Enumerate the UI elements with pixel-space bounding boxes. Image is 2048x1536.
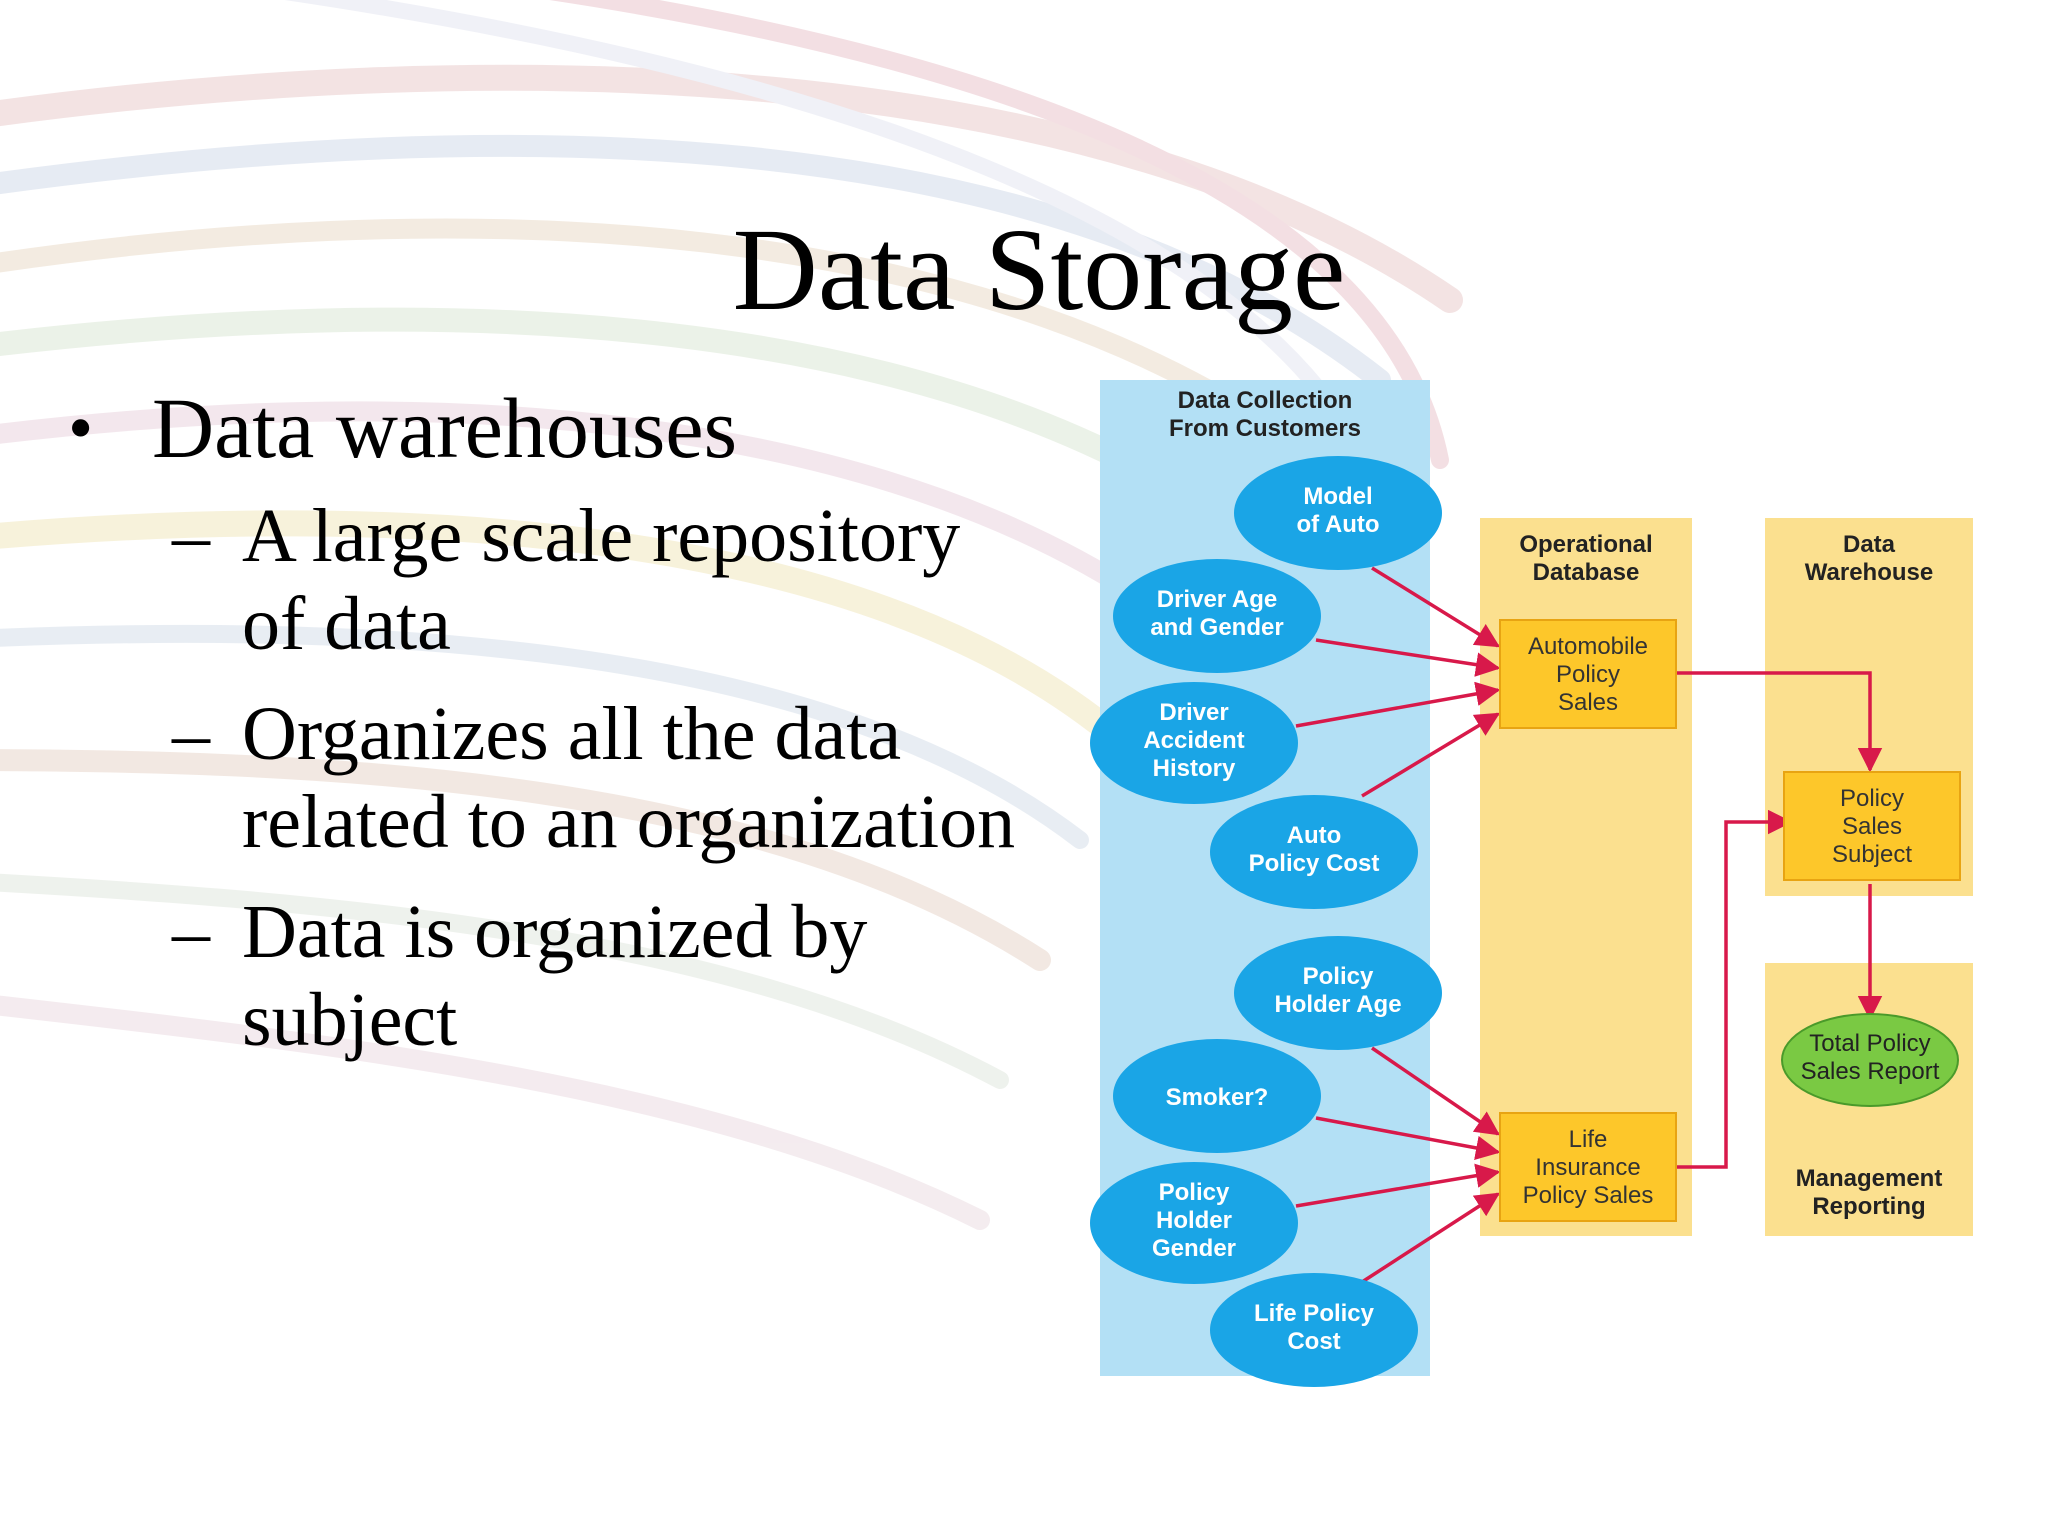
dash-mark: – — [172, 890, 210, 974]
box-auto-line-1: Automobile — [1528, 633, 1648, 660]
input-model-of-auto-line-1: Model — [1303, 483, 1372, 510]
sub-bullet-1-line-1: A large scale repository — [242, 494, 961, 578]
bullet-list: • Data warehouses – A large scale reposi… — [68, 378, 1068, 1086]
input-holder-gender-line-1: Policy — [1159, 1179, 1230, 1206]
box-auto-line-2: Policy — [1556, 661, 1620, 688]
warehouse-header-line-2: Warehouse — [1805, 559, 1933, 586]
box-life-line-2: Insurance — [1535, 1154, 1640, 1181]
input-policy-holder-gender: Policy Holder Gender — [1090, 1162, 1298, 1284]
input-accident-line-2: Accident — [1143, 727, 1244, 754]
slide-title: Data Storage — [732, 204, 1346, 335]
dash-mark: – — [172, 494, 210, 578]
box-automobile-policy-sales: Automobile Policy Sales — [1499, 619, 1677, 729]
box-life-line-3: Policy Sales — [1523, 1182, 1654, 1209]
sub-bullet-1: – A large scale repository of data — [68, 492, 1068, 668]
sub-bullet-2: – Organizes all the data related to an o… — [68, 690, 1068, 866]
input-holder-age-line-2: Holder Age — [1274, 991, 1401, 1018]
input-policy-holder-age: Policy Holder Age — [1234, 936, 1442, 1050]
arrow-smoker-to-life-sales — [1315, 1116, 1501, 1160]
input-auto-cost-line-1: Auto — [1287, 822, 1342, 849]
input-holder-gender-line-3: Gender — [1152, 1235, 1236, 1262]
bullet-main: • Data warehouses — [68, 378, 1068, 478]
collection-header-line-2: From Customers — [1169, 415, 1361, 442]
input-accident-line-1: Driver — [1159, 699, 1228, 726]
input-holder-age-line-1: Policy — [1303, 963, 1374, 990]
collection-header-line-1: Data Collection — [1178, 387, 1353, 414]
box-auto-line-3: Sales — [1558, 689, 1618, 716]
warehouse-header-line-1: Data — [1843, 531, 1896, 558]
input-smoker: Smoker? — [1113, 1039, 1321, 1153]
arrow-accident-to-auto-sales — [1295, 681, 1501, 728]
box-life-insurance-policy-sales: Life Insurance Policy Sales — [1499, 1112, 1677, 1222]
input-driver-age-gender: Driver Age and Gender — [1113, 559, 1321, 673]
bullet-dot: • — [68, 388, 94, 468]
report-line-2: Sales Report — [1801, 1058, 1940, 1085]
sub-bullet-3: – Data is organized by subject — [68, 888, 1068, 1064]
arrow-auto-sales-to-warehouse — [1676, 671, 1883, 773]
input-auto-policy-cost: Auto Policy Cost — [1210, 795, 1418, 909]
arrow-holder-gender-to-life-sales — [1295, 1163, 1501, 1208]
input-life-cost-line-1: Life Policy — [1254, 1300, 1375, 1327]
management-label-line-2: Reporting — [1812, 1193, 1925, 1220]
input-accident-line-3: History — [1153, 755, 1236, 782]
box-life-line-1: Life — [1569, 1126, 1608, 1153]
sub-bullet-3-line-1: Data is organized by — [242, 890, 868, 974]
operational-header-line-1: Operational — [1519, 531, 1652, 558]
arrow-life-sales-to-warehouse — [1676, 809, 1793, 1169]
input-model-of-auto-line-2: of Auto — [1296, 511, 1379, 538]
arrow-holder-age-to-life-sales — [1371, 1046, 1501, 1136]
sub-bullet-2-line-1: Organizes all the data — [242, 692, 902, 776]
bullet-main-text: Data warehouses — [152, 380, 738, 476]
box-subject-line-1: Policy — [1840, 785, 1904, 812]
input-driver-age-gender-line-1: Driver Age — [1157, 586, 1278, 613]
input-life-policy-cost: Life Policy Cost — [1210, 1273, 1418, 1387]
box-subject-line-2: Sales — [1842, 813, 1902, 840]
report-line-1: Total Policy — [1809, 1030, 1930, 1057]
total-policy-sales-report: Total Policy Sales Report — [1781, 1013, 1959, 1107]
arrow-driver-age-to-auto-sales — [1315, 638, 1501, 677]
sub-bullet-1-line-2: of data — [242, 582, 451, 666]
input-driver-age-gender-line-2: and Gender — [1150, 614, 1283, 641]
input-driver-accident-history: Driver Accident History — [1090, 682, 1298, 804]
input-model-of-auto: Model of Auto — [1234, 456, 1442, 570]
sub-bullet-2-line-2: related to an organization — [242, 780, 1016, 864]
input-smoker-line-1: Smoker? — [1166, 1084, 1269, 1111]
sub-bullet-3-line-2: subject — [242, 978, 458, 1062]
input-holder-gender-line-2: Holder — [1156, 1207, 1232, 1234]
dash-mark: – — [172, 692, 210, 776]
input-life-cost-line-2: Cost — [1287, 1328, 1340, 1355]
box-policy-sales-subject: Policy Sales Subject — [1783, 771, 1961, 881]
arrow-life-cost-to-life-sales — [1361, 1192, 1501, 1284]
arrow-model-to-auto-sales — [1371, 566, 1501, 648]
management-label-line-1: Management — [1796, 1165, 1943, 1192]
operational-header-line-2: Database — [1533, 559, 1640, 586]
arrow-auto-cost-to-auto-sales — [1361, 712, 1501, 798]
box-subject-line-3: Subject — [1832, 841, 1912, 868]
input-auto-cost-line-2: Policy Cost — [1249, 850, 1380, 877]
